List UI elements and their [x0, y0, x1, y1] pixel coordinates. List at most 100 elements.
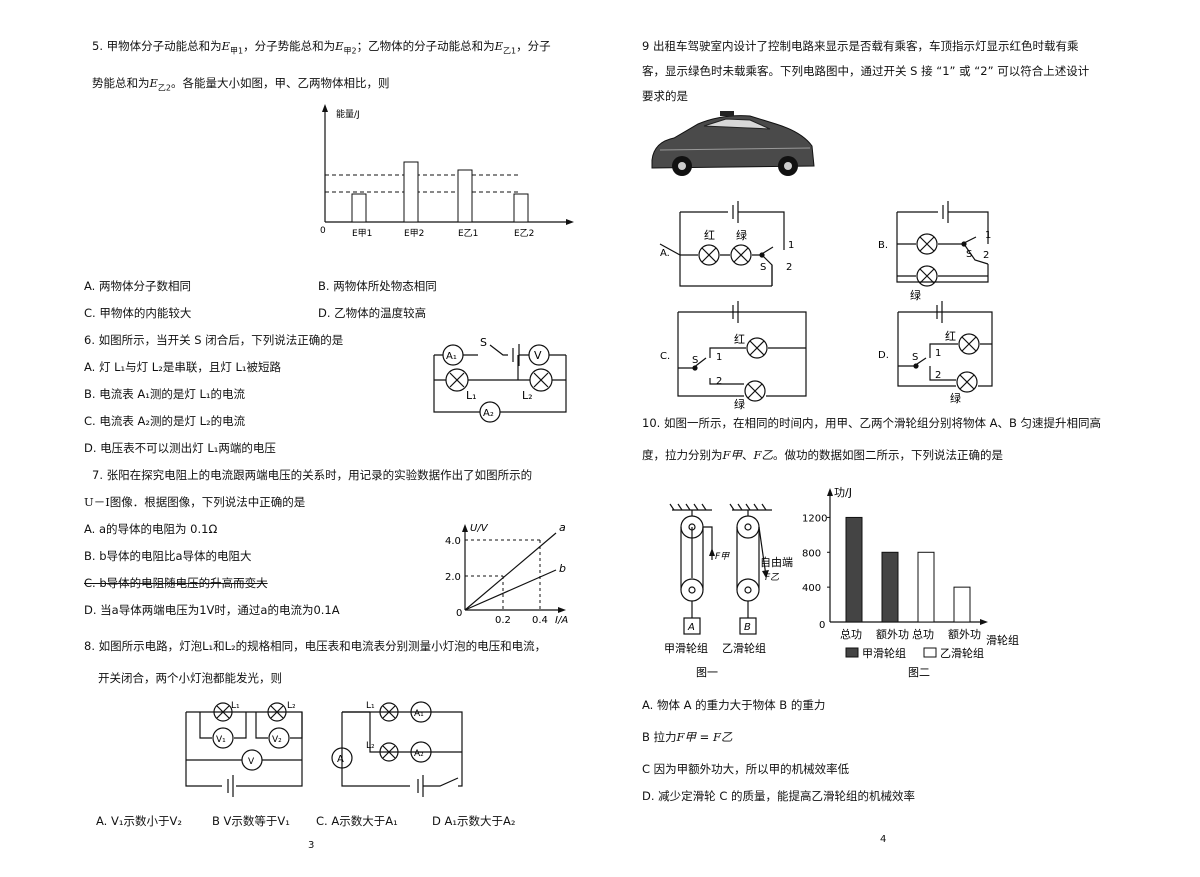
q9-a-s: S [760, 262, 766, 273]
work-category-3: 额外功 [948, 628, 981, 641]
q5-x-arrow [566, 219, 574, 225]
work-ytick-800: 800 [802, 548, 821, 559]
q10-stem-line2: 度，拉力分别为F甲、F乙。做功的数据如图二所示，下列说法正确的是 [642, 448, 1003, 462]
q6-stem: 6. 如图所示，当开关 S 闭合后，下列说法正确的是 [84, 333, 344, 347]
q9-circuits: A. 红 绿 S 1 2 B. S 1 2 绿 C. S 1 2 红 绿 D. … [659, 201, 993, 411]
q5-bar-e-yi2 [513, 193, 529, 223]
q9-d-s: S [912, 352, 918, 363]
q7-origin: 0 [456, 608, 462, 619]
q6-ammeter-a1: A₁ [446, 351, 457, 362]
q8-ammeter-a1: A₁ [414, 709, 424, 719]
q8-option-c: C. A示数大于A₁ [316, 814, 398, 828]
q5-option-b: B. 两物体所处物态相同 [318, 279, 437, 293]
q10-f-yi: F乙 [753, 448, 773, 462]
q8-option-b: B V示数等于V₁ [212, 814, 290, 828]
q7-ytick-4: 4.0 [445, 536, 461, 547]
work-bar-jia-1 [881, 551, 899, 623]
q8-left-l2: L₂ [287, 701, 296, 711]
q9-d-green: 绿 [950, 391, 961, 405]
q6-option-a: A. 灯 L₁与灯 L₂是串联，且灯 L₁被短路 [84, 360, 281, 374]
q5-xlabel-e-yi1: E乙1 [458, 228, 478, 239]
q9-c-green: 绿 [734, 397, 745, 411]
work-bar-jia-0 [845, 516, 863, 623]
q7-option-b: B. b导体的电阻比a导体的电阻大 [84, 549, 252, 563]
q9-d-one: 1 [935, 348, 941, 359]
q9-stem-line3: 要求的是 [642, 89, 688, 103]
q7-ytick-2: 2.0 [445, 572, 461, 583]
q7-option-a: A. a的导体的电阻为 0.1Ω [84, 522, 218, 536]
q9-a-two: 2 [786, 262, 792, 273]
work-x-label: 滑轮组 [986, 633, 1019, 647]
q9-stem-line2: 客，显示绿色时未载乘客。下列电路图中，通过开关 S 接 “1” 或 “2” 可以… [642, 64, 1090, 78]
q7-line-b [464, 569, 557, 611]
q10-pulley-figure: F甲 自由端 F乙 A B 甲滑轮组 乙滑轮组 图一 [664, 503, 793, 679]
legend-swatch-jia [845, 647, 859, 658]
work-origin: 0 [819, 620, 825, 631]
q7-label-b: b [559, 562, 566, 575]
q9-c-s: S [692, 355, 698, 366]
q5-y-label: 能量/J [336, 108, 360, 120]
q6-lamp-l2: L₂ [522, 389, 533, 402]
q5-xlabel-e-yi2: E乙2 [514, 228, 534, 239]
q5-bar-e-jia2 [403, 161, 419, 223]
q7-stem-line1: 7. 张阳在探究电阻上的电流跟两端电压的关系时，用记录的实验数据作出了如图所示的 [92, 468, 533, 482]
q8-voltmeter-v2: V₂ [272, 735, 282, 745]
q10-name-yi: 乙滑轮组 [722, 641, 766, 655]
q10-fig-f-yi: F乙 [765, 573, 779, 583]
q5-option-c: C. 甲物体的内能较大 [84, 306, 192, 320]
q7-label-a: a [559, 521, 566, 534]
work-ytick-400: 400 [802, 583, 821, 594]
q5-stem-line2: 势能总和为E乙2。各能量大小如图，甲、乙两物体相比，则 [92, 76, 390, 93]
q7-ui-graph: U/V I/A 4.0 2.0 0.2 0.4 0 a b [445, 521, 568, 626]
q7-y-label: U/V [470, 523, 489, 534]
q7-x-label: I/A [555, 615, 568, 626]
q7-option-d: D. 当a导体两端电压为1V时，通过a的电流为0.1A [84, 603, 340, 617]
q7-xtick-02: 0.2 [495, 615, 511, 626]
work-category-1: 额外功 [876, 628, 909, 641]
legend-label-yi: 乙滑轮组 [940, 646, 984, 660]
legend-swatch-yi [923, 647, 937, 658]
q9-a-green: 绿 [736, 228, 747, 242]
q8-circuits: L₁ L₂ V₁ V₂ V L₁ L₂ A A₁ A₂ [185, 701, 463, 797]
q9-label-d: D. [878, 350, 889, 361]
q6-circuit: A₁ A₂ S V L₁ L₂ [433, 336, 567, 423]
q8-voltmeter-v: V [248, 757, 255, 767]
q5-option-d: D. 乙物体的温度较高 [318, 306, 427, 320]
q6-switch-s: S [480, 336, 487, 349]
work-bar-yi-3 [953, 586, 971, 623]
q5-xlabel-e-jia2: E甲2 [404, 228, 424, 239]
q5-bar-e-jia1 [351, 193, 367, 223]
q7-xtick-04: 0.4 [532, 615, 548, 626]
work-ytick-1200: 1200 [802, 513, 827, 524]
work-y-label: 功/J [834, 486, 852, 499]
q8-voltmeter-v1: V₁ [216, 735, 226, 745]
q10-block-b: B [744, 622, 751, 633]
legend-label-jia: 甲滑轮组 [862, 646, 906, 660]
q9-stem-line1: 9 出租车驾驶室内设计了控制电路来显示是否载有乘客，车顶指示灯显示红色时载有乘 [642, 39, 1079, 53]
q9-label-b: B. [878, 240, 888, 251]
q10-fig-f-jia: F甲 [715, 552, 730, 562]
taxi-car-image [646, 110, 816, 186]
q10-option-b: B 拉力F甲 = F乙 [642, 730, 733, 744]
q10-name-jia: 甲滑轮组 [664, 641, 708, 655]
q9-b-s: S [966, 249, 972, 260]
q6-option-b: B. 电流表 A₁测的是灯 L₁的电流 [84, 387, 246, 401]
q5-y-arrow [322, 104, 328, 112]
q9-a-one: 1 [788, 240, 794, 251]
q5-stem-line1: 5. 甲物体分子动能总和为E甲1，分子势能总和为E甲2；乙物体的分子动能总和为E… [92, 39, 551, 56]
work-x-arrow [980, 619, 988, 625]
q10-work-chart: 功/J 滑轮组 0 4008001200 总功额外功总功额外功 甲滑轮组 乙滑轮… [802, 486, 1019, 679]
q8-ammeter-a: A [337, 754, 344, 765]
q6-option-c: C. 电流表 A₂测的是灯 L₂的电流 [84, 414, 246, 428]
q8-stem-line2: 开关闭合，两个小灯泡都能发光，则 [98, 671, 282, 685]
q8-option-d: D A₁示数大于A₂ [432, 814, 516, 828]
work-category-0: 总功 [840, 627, 862, 641]
q9-b-two: 2 [983, 250, 989, 261]
q7-option-c: C. b导体的电阻随电压的升高而变大 [84, 576, 268, 590]
q9-c-red: 红 [734, 333, 745, 346]
q8-right-l2: L₂ [366, 741, 375, 751]
q10-free-end: 自由端 [760, 555, 793, 569]
q9-b-green: 绿 [910, 288, 921, 302]
q10-option-c: C 因为甲额外功大，所以甲的机械效率低 [642, 762, 850, 776]
work-category-2: 总功 [912, 627, 934, 641]
